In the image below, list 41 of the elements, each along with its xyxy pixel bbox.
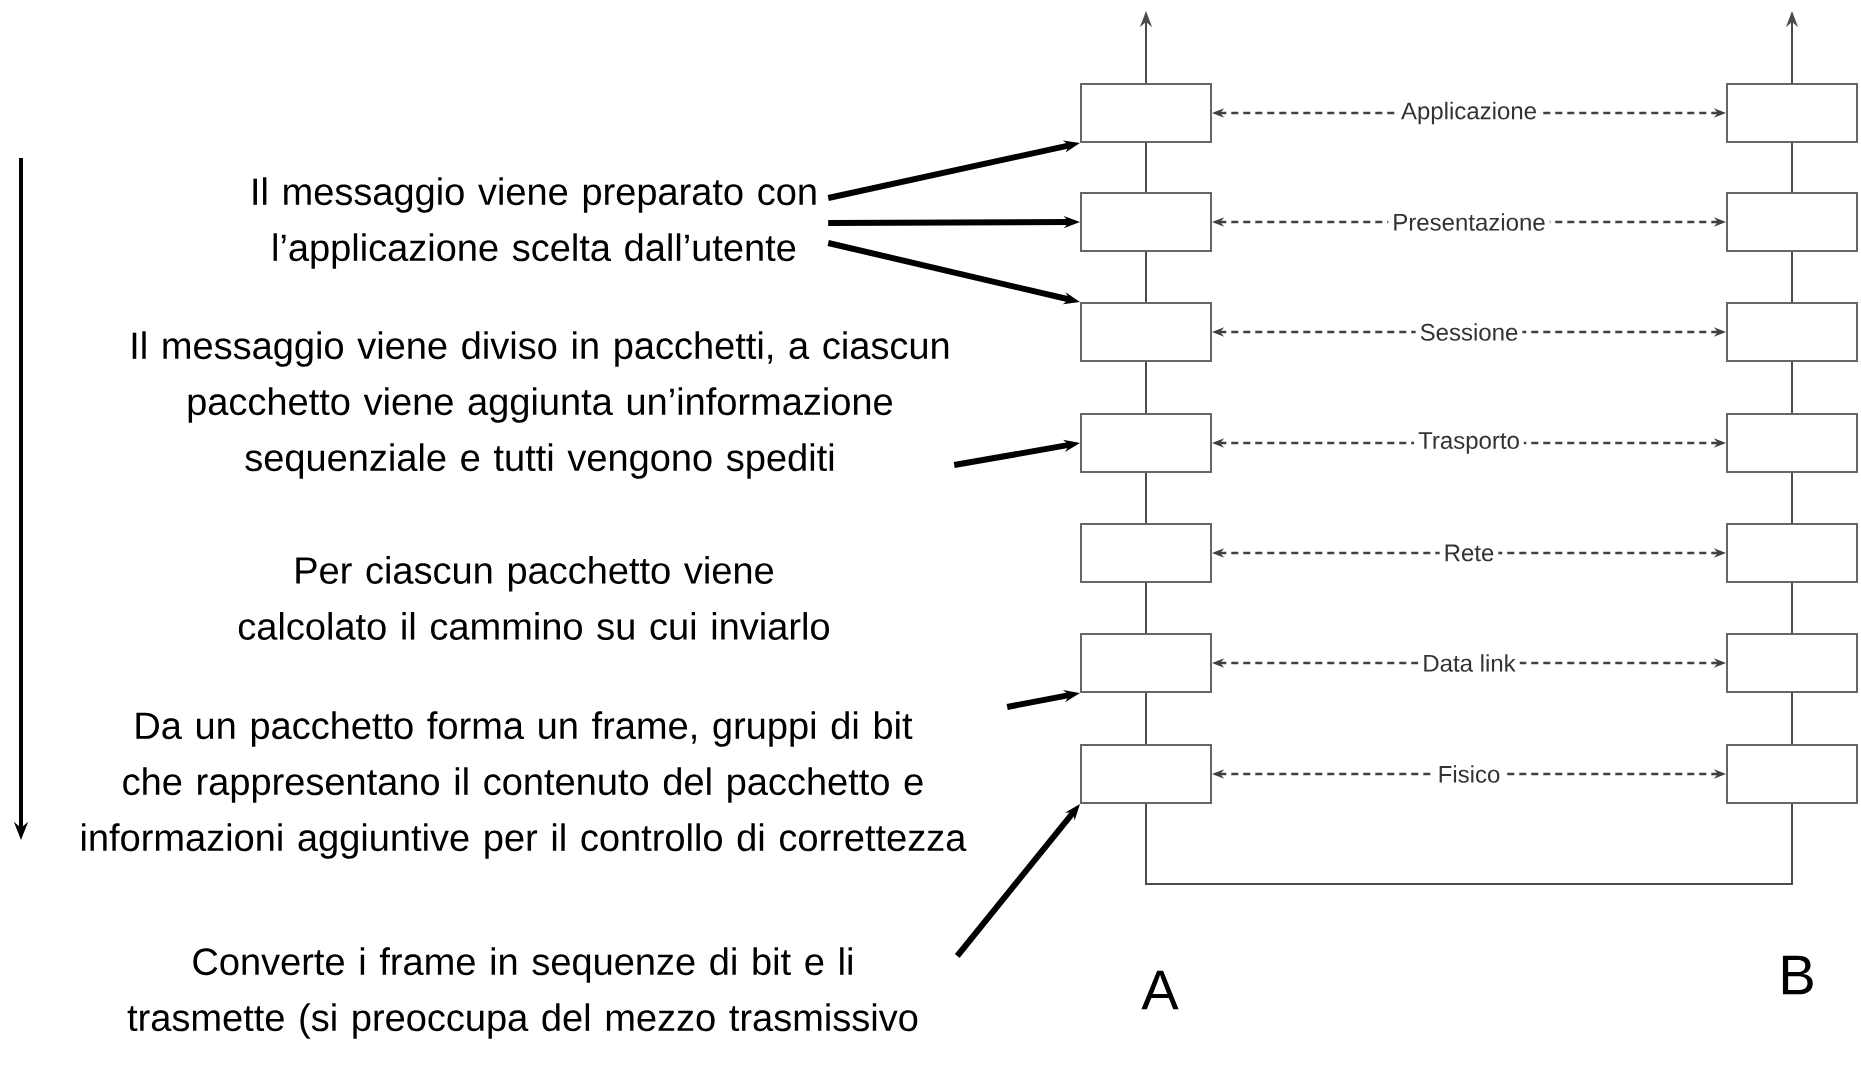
connector-line [1145, 361, 1147, 414]
station-label: A [1141, 970, 1179, 1010]
layer-box [1080, 302, 1212, 362]
description-text: Da un pacchetto forma un frame, gruppi di bit che rappresentano il contenuto del pacchetto e informazioni aggiuntive per il controllo di correttezza [82, 711, 967, 859]
layer-label: Applicazione [1396, 97, 1542, 129]
layer-label: Sessione [1415, 319, 1523, 345]
connector-line [1791, 472, 1793, 524]
layer-box [1080, 413, 1212, 473]
layer-box [1726, 744, 1858, 804]
layer-label: Presentazione [1388, 209, 1550, 235]
layer-box [1080, 192, 1212, 252]
layer-box [1080, 83, 1212, 143]
description-text: Il messaggio viene diviso in pacchetti, a ciascun pacchetto viene aggiunta un’informazione sequenziale e tutti vengono spediti [132, 331, 949, 479]
layer-box [1726, 83, 1858, 143]
connector-line [1145, 692, 1147, 745]
layer-box [1726, 413, 1858, 473]
layer-box [1080, 744, 1212, 804]
connector-line [1791, 361, 1793, 414]
station-label: B [1782, 955, 1813, 995]
layer-label: Fisico [1433, 761, 1505, 787]
connector-line [1791, 692, 1793, 745]
layer-box [1726, 633, 1858, 693]
description-text: Converte i frame in sequenze di bit e li trasmette (si preoccupa del mezzo trasmissivo [127, 947, 918, 1039]
connector-line [1791, 142, 1793, 193]
layer-box [1080, 633, 1212, 693]
layer-box [1726, 192, 1858, 252]
description-text: Per ciascun pacchetto viene calcolato il cammino su cui inviarlo [238, 556, 829, 640]
layer-box [1080, 523, 1212, 583]
layer-box [1726, 302, 1858, 362]
connector-line [1791, 251, 1793, 303]
connector-line [1791, 582, 1793, 634]
connector-line [1145, 251, 1147, 303]
layer-box [1726, 523, 1858, 583]
connector-line [1145, 803, 1793, 885]
connector-line [1145, 472, 1147, 524]
connector-line [1145, 582, 1147, 634]
layer-label: Rete [1439, 540, 1499, 566]
layer-label: Trasporto [1414, 428, 1524, 458]
description-text: Il messaggio viene preparato con l’applicazione scelta dall’utente [253, 177, 816, 269]
connector-line [1145, 142, 1147, 193]
layer-label: Data link [1418, 650, 1520, 676]
